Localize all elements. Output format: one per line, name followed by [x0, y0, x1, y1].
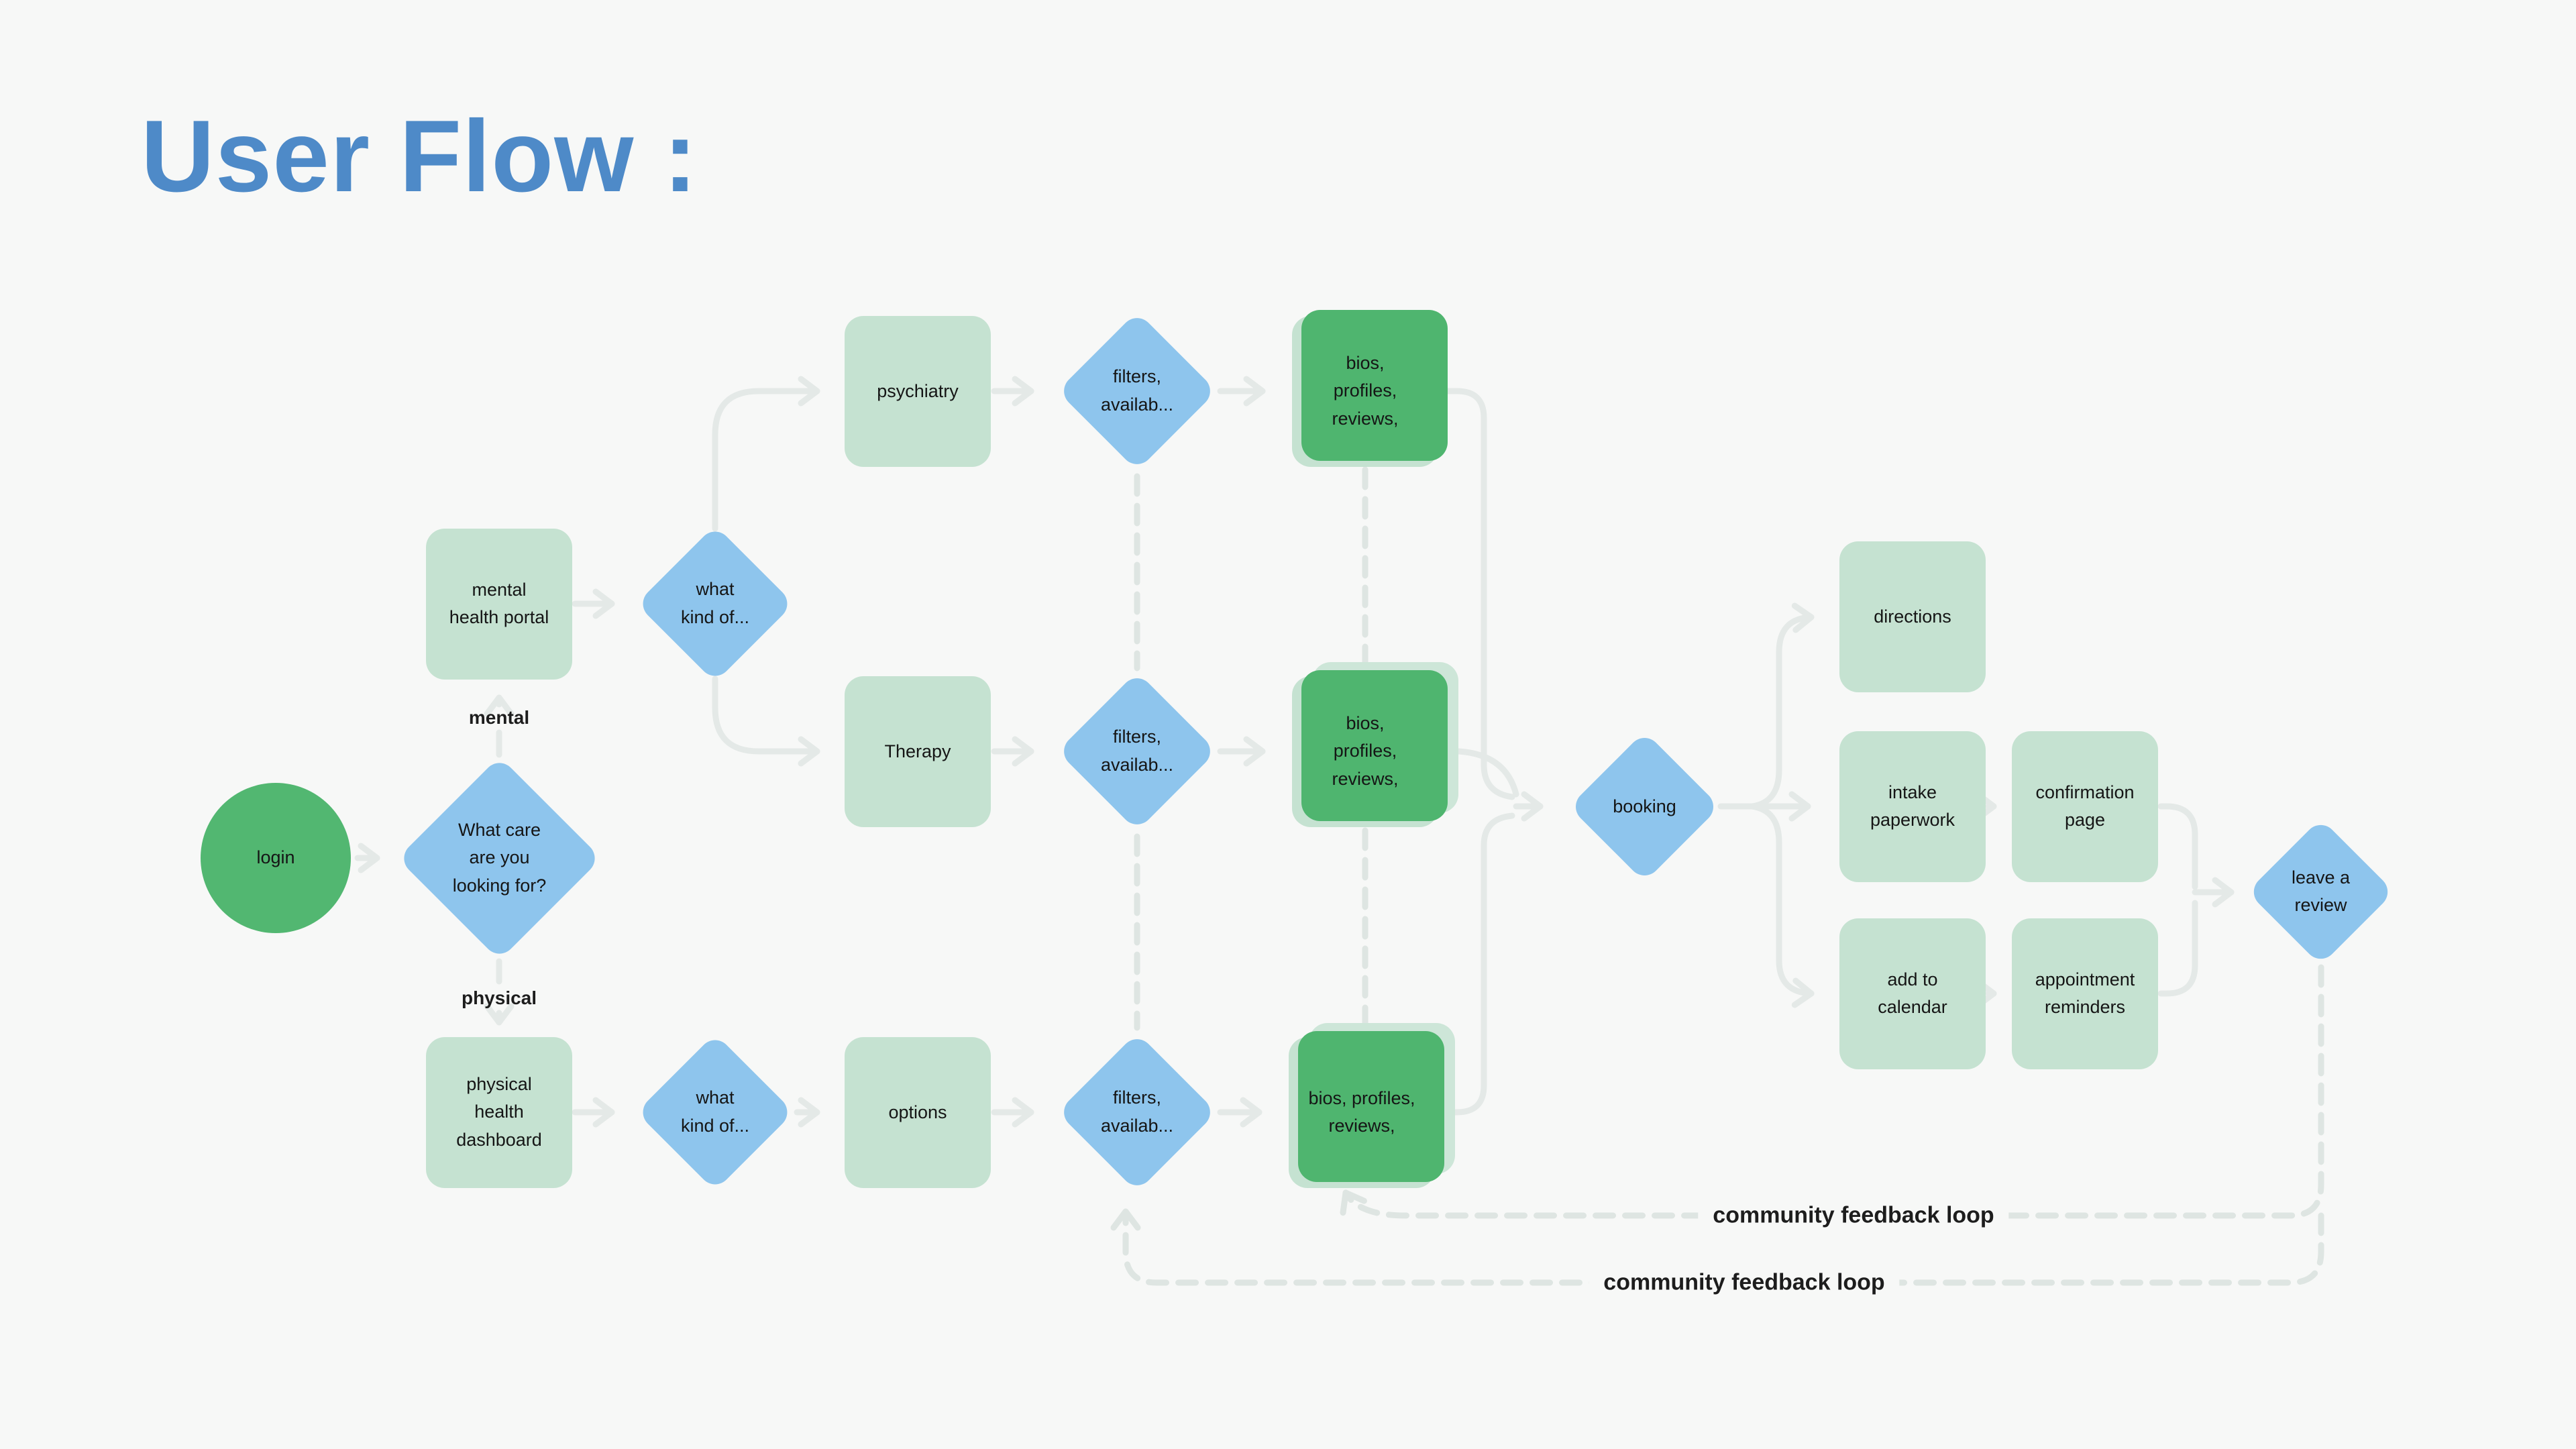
node-confirmation-page: confirmation page	[2012, 731, 2158, 882]
node-appointment-reminders-label: appointment reminders	[2035, 969, 2135, 1018]
connector-bios-top-to-junction	[1439, 388, 1515, 800]
connector-bios-mid-to-junction	[1439, 748, 1519, 798]
node-psychiatry-label: psychiatry	[877, 380, 959, 401]
node-leave-review-label: leave a review	[2291, 867, 2351, 916]
connector-whatkind-to-psychiatry	[712, 376, 820, 532]
node-filters-bottom: filters, availab...	[1057, 1032, 1217, 1192]
node-bios-bottom: bios, profiles, reviews,	[1289, 1037, 1435, 1188]
node-what-kind-mental-label: what kind of...	[680, 579, 750, 627]
node-care-question: What care are you looking for?	[397, 756, 602, 961]
node-physical-dashboard: physical health dashboard	[426, 1037, 572, 1188]
node-booking-label: booking	[1613, 796, 1676, 816]
dashed-feedback-loop-upper	[1340, 964, 2324, 1219]
node-add-calendar: add to calendar	[1839, 918, 1986, 1069]
node-mental-portal: mental health portal	[426, 529, 572, 680]
connector-booking-to-directions	[1749, 602, 1815, 810]
node-what-kind-physical: what kind of...	[636, 1033, 794, 1191]
node-bios-top-label: bios, profiles, reviews,	[1332, 352, 1399, 429]
node-directions-label: directions	[1874, 606, 1951, 627]
node-add-calendar-label: add to calendar	[1878, 969, 1947, 1018]
node-therapy: Therapy	[845, 676, 991, 827]
node-confirmation-page-label: confirmation page	[2035, 782, 2135, 830]
node-intake-paperwork: intake paperwork	[1839, 731, 1986, 882]
node-filters-bottom-label: filters, availab...	[1100, 1087, 1174, 1136]
node-filters-top: filters, availab...	[1057, 311, 1217, 471]
node-bios-mid: bios, profiles, reviews,	[1292, 676, 1438, 827]
node-bios-top: bios, profiles, reviews,	[1292, 316, 1438, 467]
node-login-label: login	[256, 847, 295, 868]
node-directions: directions	[1839, 541, 1986, 692]
page-title: User Flow :	[141, 99, 698, 213]
branch-label-physical: physical	[461, 987, 537, 1008]
feedback-loop-label-upper: community feedback loop	[1698, 1198, 2009, 1233]
node-bios-mid-label: bios, profiles, reviews,	[1332, 712, 1399, 790]
connector-booking-to-calendar	[1749, 803, 1815, 1008]
node-care-question-label: What care are you looking for?	[452, 819, 547, 896]
feedback-loop-label-lower: community feedback loop	[1589, 1265, 1900, 1300]
node-bios-bottom-label: bios, profiles, reviews,	[1308, 1087, 1415, 1136]
node-intake-paperwork-label: intake paperwork	[1870, 782, 1955, 830]
node-mental-portal-label: mental health portal	[449, 579, 549, 628]
connector-whatkind-to-therapy	[712, 676, 820, 767]
node-what-kind-mental: what kind of...	[636, 525, 794, 683]
node-therapy-label: Therapy	[884, 741, 951, 761]
connector-confirmation-to-review	[2157, 803, 2198, 890]
connector-bios-bottom-to-junction	[1436, 812, 1515, 1116]
node-appointment-reminders: appointment reminders	[2012, 918, 2158, 1069]
node-filters-mid: filters, availab...	[1057, 672, 1217, 831]
node-physical-dashboard-label: physical health dashboard	[456, 1073, 542, 1150]
node-filters-top-label: filters, availab...	[1100, 366, 1174, 415]
branch-label-mental: mental	[468, 707, 530, 728]
node-leave-review: leave a review	[2247, 818, 2395, 966]
node-filters-mid-label: filters, availab...	[1100, 727, 1174, 775]
connector-reminders-to-review	[2157, 900, 2198, 997]
node-options: options	[845, 1037, 991, 1188]
node-options-label: options	[888, 1102, 947, 1122]
node-booking: booking	[1569, 731, 1720, 882]
node-what-kind-physical-label: what kind of...	[680, 1087, 750, 1136]
node-psychiatry: psychiatry	[845, 316, 991, 467]
node-login: login	[201, 783, 351, 933]
